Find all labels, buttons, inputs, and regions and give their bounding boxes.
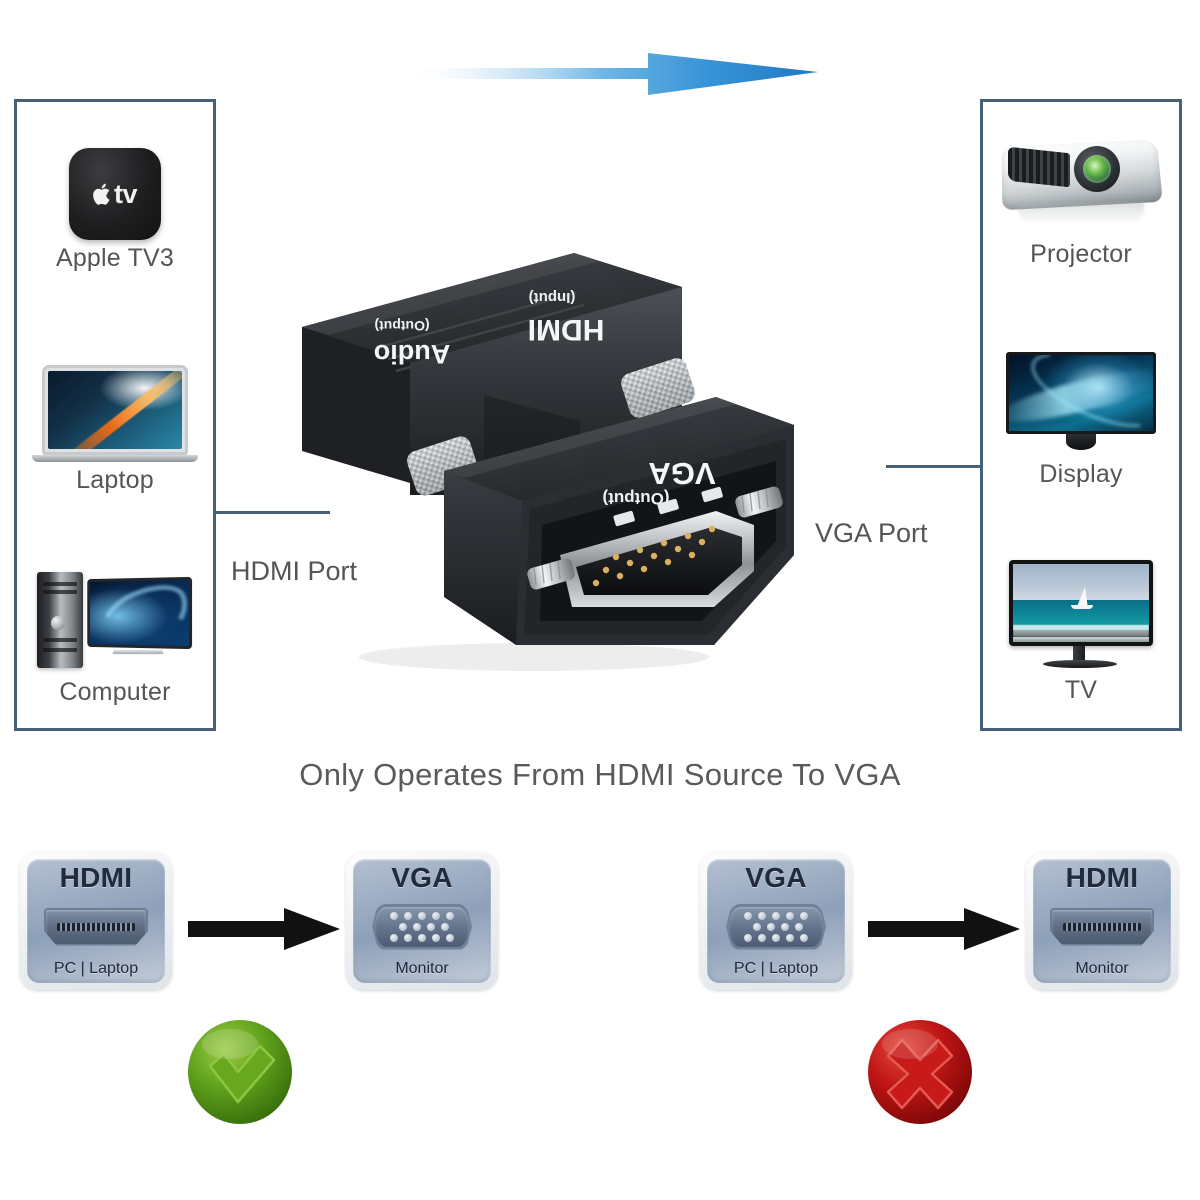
- monitor-icon: [983, 336, 1179, 456]
- output-item-label: Display: [1039, 460, 1123, 488]
- arrow-right-icon: [868, 908, 1020, 950]
- hdmi-to-vga-adapter-image: HDMI (Input) Audio (Output) VGA: [302, 253, 794, 671]
- port-tile-target: HDMI Monitor: [1026, 852, 1178, 990]
- source-item-label: Apple TV3: [55, 244, 175, 272]
- compatibility-row-supported: HDMI PC | Laptop VGA Monitor: [14, 852, 514, 1012]
- vga-port-leader-line: [886, 465, 982, 468]
- output-item-projector: Projector: [983, 116, 1179, 269]
- port-tile-title: HDMI: [1065, 862, 1139, 893]
- output-item-tv: TV: [983, 552, 1179, 705]
- source-item-label: Laptop: [76, 466, 154, 494]
- source-item-label: Computer: [59, 678, 171, 706]
- port-tile-subtitle: PC | Laptop: [53, 960, 139, 977]
- hdmi-port-leader-line: [216, 511, 330, 514]
- port-tile-target: VGA Monitor: [346, 852, 498, 990]
- apple-tv-logo-text: tv: [113, 178, 138, 209]
- laptop-icon: [17, 342, 213, 462]
- adapter-jackscrew-right: [735, 486, 783, 518]
- output-item-label: Projector: [1030, 240, 1132, 268]
- port-tile-subtitle: Monitor: [395, 960, 449, 977]
- source-device-panel: tv Apple TV3 Laptop: [14, 99, 216, 731]
- port-tile-source: VGA PC | Laptop: [700, 852, 852, 990]
- television-icon: [983, 552, 1179, 672]
- hdmi-connector-icon: [1050, 907, 1154, 946]
- diagram-caption: Only Operates From HDMI Source To VGA: [299, 757, 901, 792]
- adapter-hdmi-qualifier: (Input): [529, 289, 576, 306]
- vga-connector-icon: [726, 903, 826, 950]
- green-check-icon: [188, 1020, 292, 1124]
- adapter-jackscrew-left: [527, 558, 575, 590]
- port-tile-subtitle: Monitor: [1075, 960, 1129, 977]
- flow-arrow-right-icon: [404, 53, 818, 95]
- adapter-hdmi-label: HDMI: [528, 313, 605, 346]
- red-cross-icon: [868, 1020, 972, 1124]
- source-item-apple-tv3: tv Apple TV3: [17, 120, 213, 273]
- desktop-computer-icon: [17, 554, 213, 674]
- output-item-display: Display: [983, 336, 1179, 489]
- adapter-vga-qualifier: (Output): [602, 489, 669, 508]
- port-tile-title: HDMI: [59, 862, 133, 893]
- adapter-audio-qualifier: (Output): [374, 318, 429, 334]
- adapter-knurled-nut-right: [621, 358, 695, 418]
- arrow-right-icon: [188, 908, 340, 950]
- output-device-panel: Projector Display: [980, 99, 1182, 731]
- source-item-laptop: Laptop: [17, 342, 213, 495]
- vga-port-label: VGA Port: [815, 518, 928, 548]
- apple-logo-icon: [93, 183, 110, 205]
- port-tile-subtitle: PC | Laptop: [733, 960, 819, 977]
- port-tile-title: VGA: [745, 862, 807, 893]
- compatibility-row-unsupported: VGA PC | Laptop HDMI Monitor: [694, 852, 1194, 1012]
- apple-tv-icon: tv: [17, 120, 213, 240]
- adapter-vga-label: VGA: [648, 456, 715, 491]
- port-tile-title: VGA: [391, 862, 453, 893]
- projector-icon: [983, 116, 1179, 236]
- port-tile-source: HDMI PC | Laptop: [20, 852, 172, 990]
- hdmi-connector-icon: [44, 907, 148, 946]
- source-item-computer: Computer: [17, 554, 213, 707]
- vga-connector-icon: [372, 903, 472, 950]
- adapter-audio-label: Audio: [374, 339, 450, 369]
- output-item-label: TV: [1064, 676, 1098, 704]
- hdmi-port-label: HDMI Port: [231, 556, 358, 586]
- vga-male-connector: [560, 486, 754, 607]
